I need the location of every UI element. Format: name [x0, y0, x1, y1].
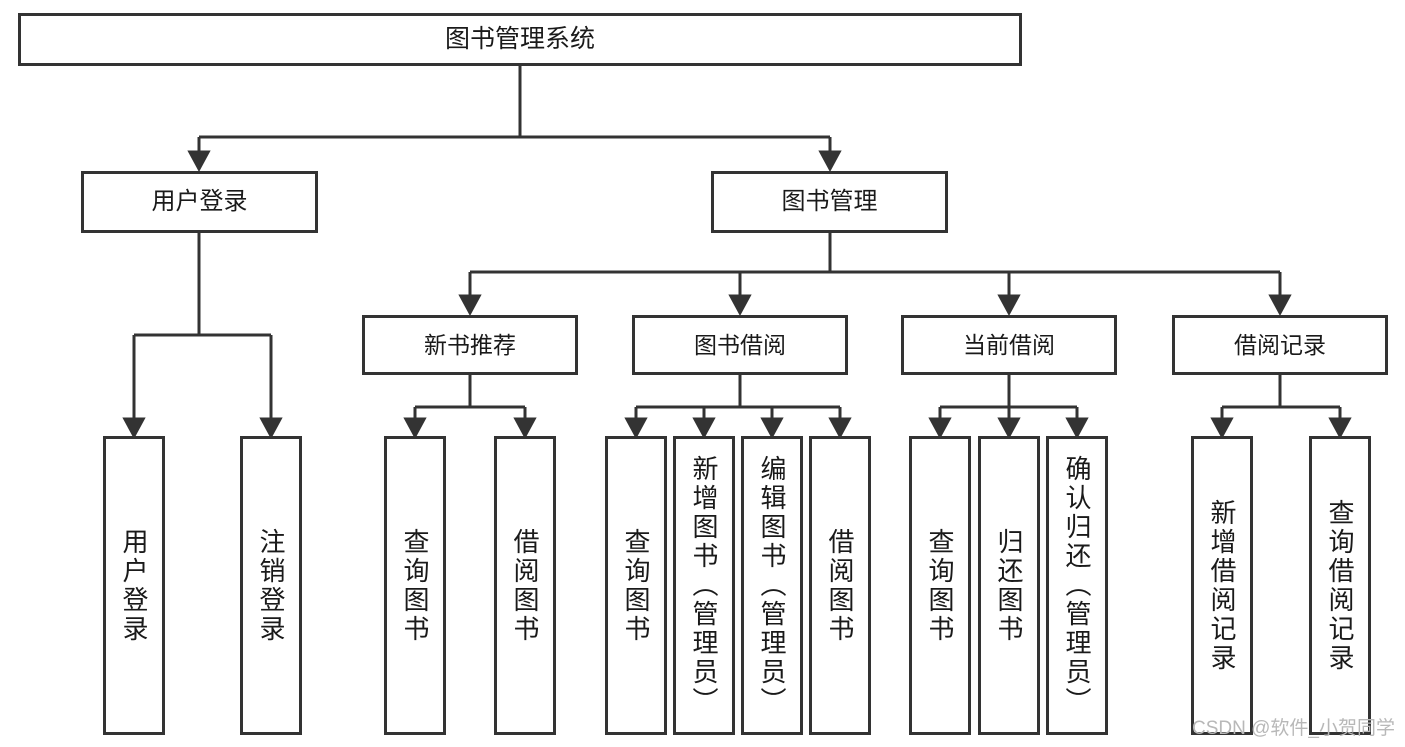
leaf-edit-book[interactable]: 编辑图书（管理员） [741, 436, 803, 735]
node-book-management-system[interactable]: 图书管理系统 [18, 13, 1022, 66]
leaf-query-book-3[interactable]: 查询图书 [909, 436, 971, 735]
leaf-query-record[interactable]: 查询借阅记录 [1309, 436, 1371, 735]
node-label: 查询借阅记录 [1325, 498, 1355, 673]
node-label: 查询图书 [400, 527, 430, 644]
leaf-query-book-2[interactable]: 查询图书 [605, 436, 667, 735]
leaf-confirm-return[interactable]: 确认归还（管理员） [1046, 436, 1108, 735]
node-label: 新增图书（管理员） [689, 455, 719, 716]
node-borrow-record[interactable]: 借阅记录 [1172, 315, 1388, 375]
leaf-query-book-1[interactable]: 查询图书 [384, 436, 446, 735]
leaf-add-record[interactable]: 新增借阅记录 [1191, 436, 1253, 735]
node-label: 图书管理 [781, 188, 878, 216]
node-user-login[interactable]: 用户登录 [81, 171, 318, 233]
leaf-borrow-book-2[interactable]: 借阅图书 [809, 436, 871, 735]
node-label: 用户登录 [151, 188, 248, 216]
node-label: 注销登录 [256, 527, 286, 644]
node-current-borrow[interactable]: 当前借阅 [901, 315, 1117, 375]
node-new-book-recommend[interactable]: 新书推荐 [362, 315, 578, 375]
node-label: 当前借阅 [963, 331, 1055, 358]
node-book-borrow[interactable]: 图书借阅 [632, 315, 848, 375]
leaf-add-book[interactable]: 新增图书（管理员） [673, 436, 735, 735]
leaf-logout-login[interactable]: 注销登录 [240, 436, 302, 735]
node-label: 新书推荐 [424, 331, 516, 358]
node-label: 查询图书 [621, 527, 651, 644]
node-label: 借阅图书 [510, 527, 540, 644]
leaf-borrow-book-1[interactable]: 借阅图书 [494, 436, 556, 735]
node-label: 借阅记录 [1234, 331, 1326, 358]
node-label: 图书管理系统 [444, 25, 595, 53]
node-label: 查询图书 [925, 527, 955, 644]
node-label: 图书借阅 [694, 331, 786, 358]
node-label: 编辑图书（管理员） [757, 455, 787, 716]
node-label: 归还图书 [994, 527, 1024, 644]
node-label: 借阅图书 [825, 527, 855, 644]
leaf-user-login[interactable]: 用户登录 [103, 436, 165, 735]
node-label: 新增借阅记录 [1207, 498, 1237, 673]
leaf-return-book[interactable]: 归还图书 [978, 436, 1040, 735]
node-label: 确认归还（管理员） [1062, 455, 1092, 716]
node-label: 用户登录 [119, 527, 149, 644]
node-book-management[interactable]: 图书管理 [711, 171, 948, 233]
